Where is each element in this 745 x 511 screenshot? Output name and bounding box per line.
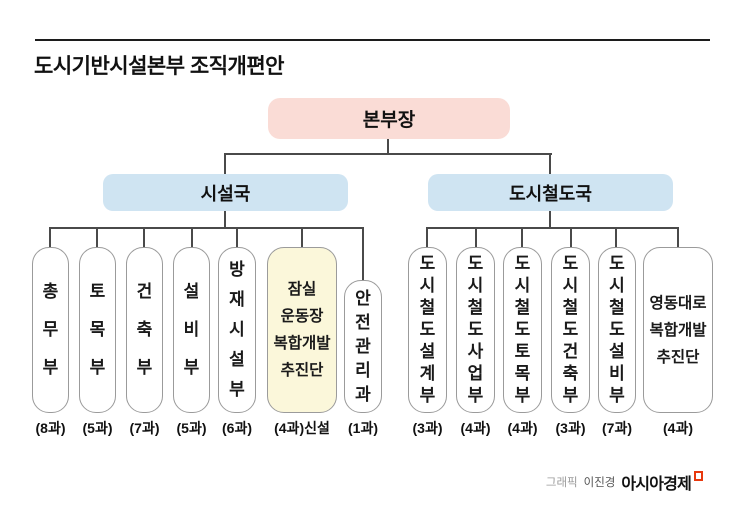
connector-line [191, 227, 193, 247]
connector-line [427, 227, 679, 229]
dept-name: 도시철도사업부 [467, 254, 484, 405]
dept-box: 도시철도사업부 [456, 247, 495, 413]
node-division-facility: 시설국 [103, 174, 348, 211]
connector-line [96, 227, 98, 247]
dept-count: (4과)신설 [274, 420, 330, 436]
connector-line [615, 227, 617, 247]
dept-box: 토목부 [79, 247, 116, 413]
dept-count: (1과) [348, 420, 378, 436]
connector-line [301, 227, 303, 247]
dept-count: (3과) [412, 420, 443, 436]
dept-box: 도시철도설계부 [408, 247, 447, 413]
dept-name: 방재시설부 [229, 260, 245, 399]
dept-box: 도시철도설비부 [598, 247, 636, 413]
credit-brand-logo: 아시아경제 [621, 476, 691, 493]
dept-name: 설비부 [183, 282, 200, 377]
credit-prefix: 그래픽 [545, 477, 578, 489]
brand-mark-icon [694, 471, 703, 481]
dept-name: 잠실 운동장 복합개발 추진단 [273, 281, 331, 379]
connector-line [224, 153, 226, 174]
dept-box: 안전관리과 [344, 280, 382, 413]
connector-line [143, 227, 145, 247]
dept-count: (4과) [507, 420, 538, 436]
connector-line [362, 227, 364, 280]
credit-author: 이진경 [583, 477, 616, 489]
dept-name: 총무부 [42, 282, 59, 377]
node-hq-chief: 본부장 [268, 98, 510, 139]
dept-name: 안전관리과 [355, 288, 371, 404]
dept-count: (6과) [222, 420, 252, 436]
connector-line [549, 153, 551, 174]
dept-box: 건축부 [126, 247, 163, 413]
dept-name: 도시철도설계부 [419, 254, 436, 405]
credit: 그래픽 이진경 아시아경제 [546, 470, 703, 494]
dept-count: (7과) [129, 420, 160, 436]
dept-name: 도시철도설비부 [609, 254, 625, 405]
top-rule [35, 39, 710, 41]
dept-box-new: 잠실 운동장 복합개발 추진단 [267, 247, 337, 413]
dept-name: 토목부 [89, 282, 106, 377]
connector-line [224, 211, 226, 228]
dept-count: (4과) [460, 420, 491, 436]
connector-line [225, 153, 552, 155]
dept-name: 건축부 [136, 282, 153, 377]
connector-line [549, 211, 551, 228]
node-division-urban-rail: 도시철도국 [428, 174, 673, 211]
connector-line [49, 227, 51, 247]
connector-line [521, 227, 523, 247]
dept-count: (5과) [176, 420, 207, 436]
dept-box: 도시철도토목부 [503, 247, 542, 413]
dept-count: (3과) [555, 420, 586, 436]
dept-count: (7과) [602, 420, 632, 436]
connector-line [475, 227, 477, 247]
dept-box: 방재시설부 [218, 247, 256, 413]
dept-count: (4과) [663, 420, 693, 436]
connector-line [426, 227, 428, 247]
dept-name: 도시철도건축부 [562, 254, 579, 405]
connector-line [387, 139, 389, 154]
dept-name: 도시철도토목부 [514, 254, 531, 405]
connector-line [236, 227, 238, 247]
dept-name: 영동대로 복합개발 추진단 [649, 294, 707, 366]
connector-line [50, 227, 364, 229]
connector-line [570, 227, 572, 247]
dept-box: 영동대로 복합개발 추진단 [643, 247, 713, 413]
page-title: 도시기반시설본부 조직개편안 [34, 55, 285, 78]
connector-line [677, 227, 679, 247]
dept-box: 총무부 [32, 247, 69, 413]
dept-count: (5과) [82, 420, 113, 436]
dept-count: (8과) [35, 420, 66, 436]
dept-box: 도시철도건축부 [551, 247, 590, 413]
dept-box: 설비부 [173, 247, 210, 413]
